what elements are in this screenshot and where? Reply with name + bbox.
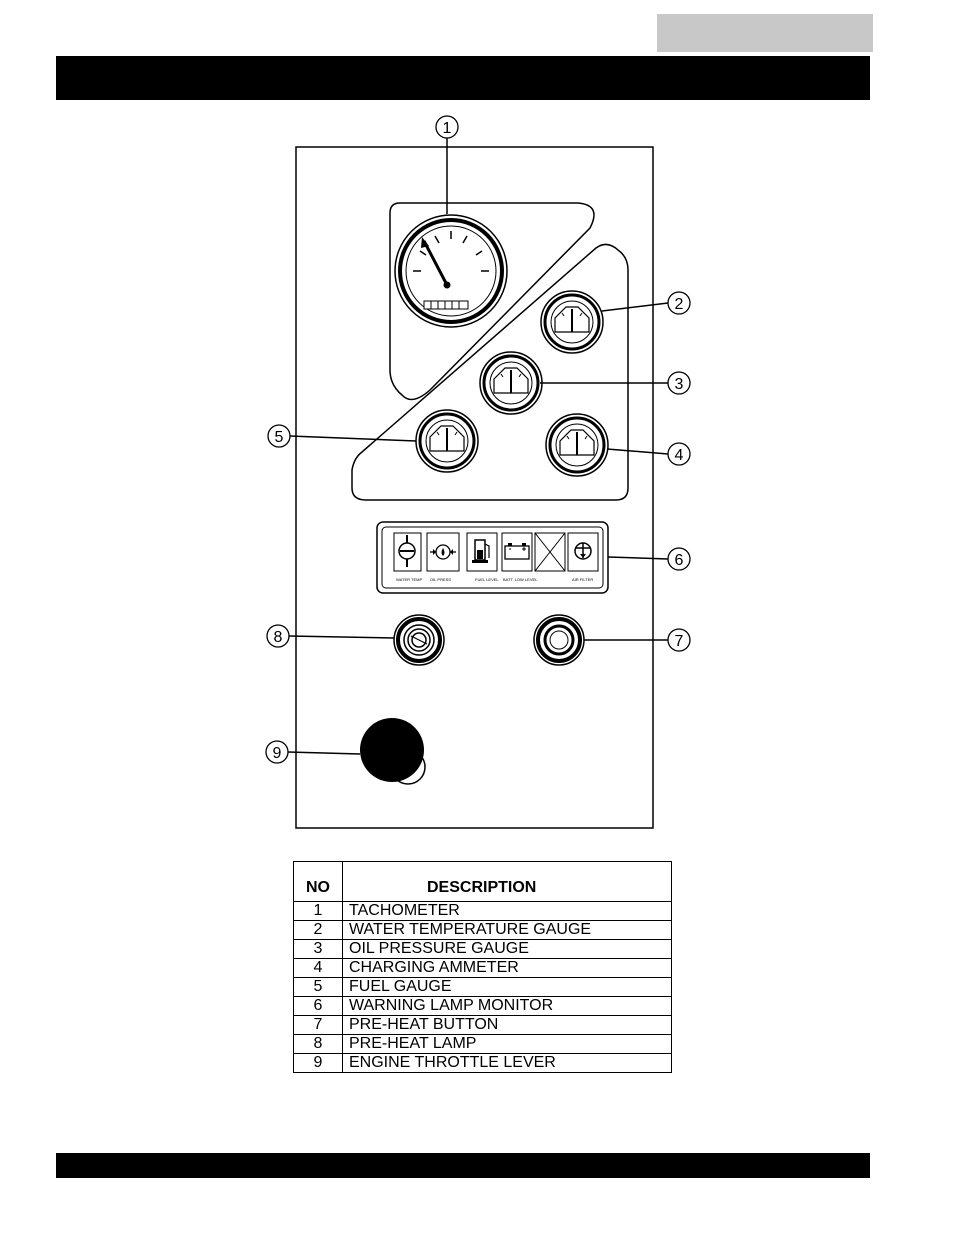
pre-heat-button <box>534 615 584 665</box>
legend-no: 3 <box>294 940 343 959</box>
legend-header-no: NO <box>294 862 343 902</box>
legend-no: 1 <box>294 902 343 921</box>
oil-pressure-gauge <box>480 352 542 414</box>
legend-no: 6 <box>294 997 343 1016</box>
callout-9-label: 9 <box>273 745 282 762</box>
legend-no: 4 <box>294 959 343 978</box>
charging-ammeter <box>546 414 608 476</box>
battery-lamp-icon <box>502 533 532 571</box>
air-filter-lamp-icon <box>568 533 598 571</box>
callout-7: 7 <box>668 629 690 651</box>
callout-1: 1 <box>436 116 458 138</box>
batt-low-level-caption: BATT. LOW LEVEL <box>503 577 538 582</box>
callout-3: 3 <box>668 372 690 394</box>
legend-no: 8 <box>294 1035 343 1054</box>
callout-6: 6 <box>668 548 690 570</box>
callout-7-label: 7 <box>675 633 684 650</box>
callout-3-label: 3 <box>675 376 684 393</box>
oil-press-caption: OIL PRESS <box>430 577 451 582</box>
oil-pressure-lamp-icon <box>427 533 459 571</box>
legend-description: WATER TEMPERATURE GAUGE <box>343 921 672 940</box>
legend-no: 7 <box>294 1016 343 1035</box>
callout-2-label: 2 <box>675 296 684 313</box>
callout-2: 2 <box>668 292 690 314</box>
water-temp-caption: WATER TEMP <box>396 577 422 582</box>
pre-heat-lamp <box>394 615 444 665</box>
legend-description: ENGINE THROTTLE LEVER <box>343 1054 672 1073</box>
legend-no: 9 <box>294 1054 343 1073</box>
footer-bar <box>56 1153 870 1178</box>
legend-description: PRE-HEAT LAMP <box>343 1035 672 1054</box>
fuel-gauge <box>416 410 478 472</box>
tachometer <box>395 215 507 327</box>
callout-8: 8 <box>267 625 289 647</box>
legend-description: WARNING LAMP MONITOR <box>343 997 672 1016</box>
legend-no: 5 <box>294 978 343 997</box>
legend-description: TACHOMETER <box>343 902 672 921</box>
hour-meter <box>424 301 468 309</box>
callout-9: 9 <box>266 741 288 763</box>
legend-description: OIL PRESSURE GAUGE <box>343 940 672 959</box>
warning-lamp-monitor: WATER TEMP OIL PRESS FUEL LEVEL BATT. LO… <box>377 522 608 593</box>
air-filter-caption: AIR FILTER <box>572 577 593 582</box>
callout-4: 4 <box>668 443 690 465</box>
legend-description: CHARGING AMMETER <box>343 959 672 978</box>
legend-description: PRE-HEAT BUTTON <box>343 1016 672 1035</box>
water-temp-lamp-icon <box>394 533 421 571</box>
legend-header-description: DESCRIPTION <box>343 862 672 902</box>
callout-8-label: 8 <box>274 629 283 646</box>
callout-5: 5 <box>268 425 290 447</box>
callout-6-label: 6 <box>675 552 684 569</box>
callout-1-label: 1 <box>443 120 452 137</box>
legend-description: FUEL GAUGE <box>343 978 672 997</box>
fuel-level-caption: FUEL LEVEL <box>475 577 499 582</box>
water-temperature-gauge <box>541 291 603 353</box>
blank-lamp-icon <box>535 533 565 571</box>
legend-no: 2 <box>294 921 343 940</box>
callout-4-label: 4 <box>675 447 684 464</box>
callout-5-label: 5 <box>275 429 284 446</box>
fuel-level-lamp-icon <box>467 533 497 571</box>
